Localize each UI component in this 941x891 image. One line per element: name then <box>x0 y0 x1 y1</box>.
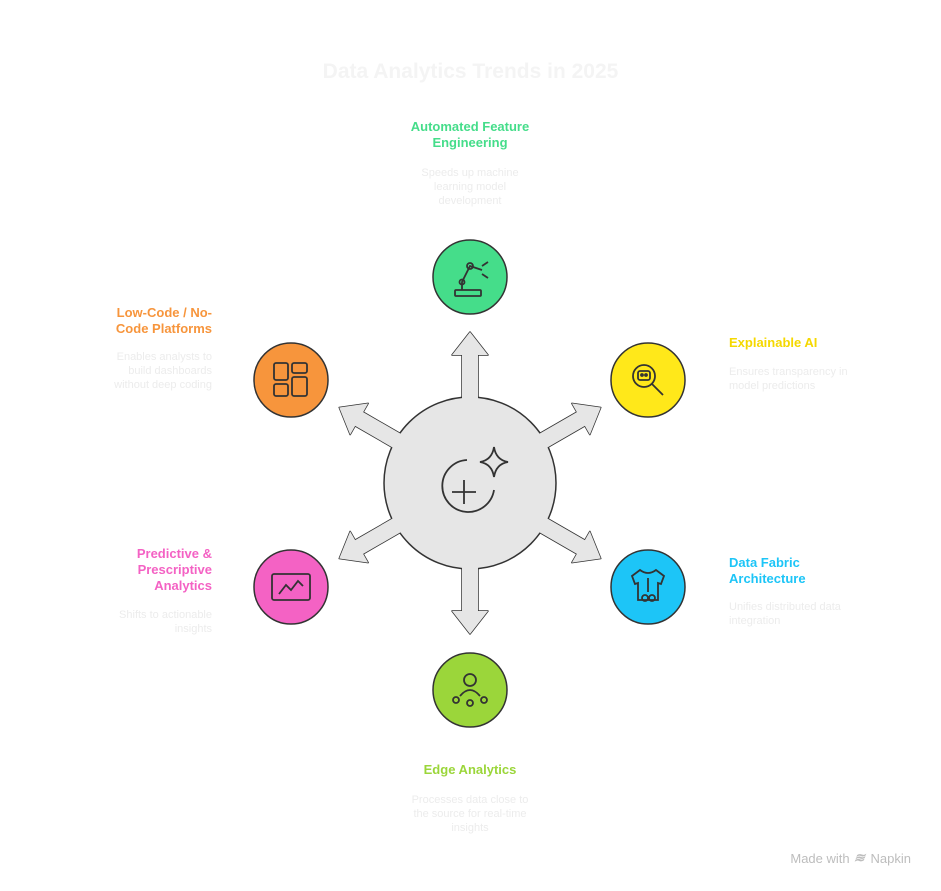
napkin-logo-icon: ≋ <box>852 850 869 865</box>
node-predictive-prescriptive-analytics[interactable] <box>253 549 329 625</box>
fabric-shirt-icon <box>630 568 666 602</box>
napkin-watermark: Made with ≋ Napkin <box>790 850 911 866</box>
label-explainable-ai: Explainable AI <box>729 335 818 350</box>
made-with-text: Made with <box>790 850 850 866</box>
desc-explainable-ai: Ensures transparency in model prediction… <box>729 366 848 392</box>
node-data-fabric-architecture[interactable] <box>610 549 686 625</box>
node-low-code-platforms[interactable] <box>253 342 329 418</box>
label-low-code-platforms: Low-Code / No-Code Platforms <box>115 305 212 336</box>
node-edge-analytics[interactable] <box>432 652 508 728</box>
trend-chart-icon <box>271 573 311 601</box>
desc-edge-analytics: Processes data close to the source for r… <box>411 794 529 834</box>
dashboard-layout-icon <box>273 362 308 397</box>
robot-arm-icon <box>454 261 489 297</box>
label-edge-analytics: Edge Analytics <box>423 762 517 777</box>
desc-predictive-prescriptive-analytics: Shifts to actionable insights <box>119 609 212 635</box>
label-automated-feature-engineering: Automated Feature Engineering <box>410 119 530 150</box>
label-predictive-prescriptive-analytics: Predictive & Prescriptive Analytics <box>136 546 212 593</box>
node-explainable-ai[interactable] <box>610 342 686 418</box>
label-data-fabric-architecture: Data Fabric Architecture <box>729 555 806 586</box>
napkin-brand-text: Napkin <box>870 850 911 866</box>
diagram-title: Data Analytics Trends in 2025 <box>322 60 619 83</box>
desc-data-fabric-architecture: Unifies distributed data integration <box>729 601 841 627</box>
desc-low-code-platforms: Enables analysts to build dashboards wit… <box>114 351 212 391</box>
sparkle-plus-icon <box>441 446 509 513</box>
robot-magnifier-icon <box>632 364 664 396</box>
node-automated-feature-engineering[interactable] <box>432 239 508 315</box>
desc-automated-feature-engineering: Speeds up machine learning model develop… <box>421 167 519 207</box>
network-user-icon <box>452 673 488 707</box>
